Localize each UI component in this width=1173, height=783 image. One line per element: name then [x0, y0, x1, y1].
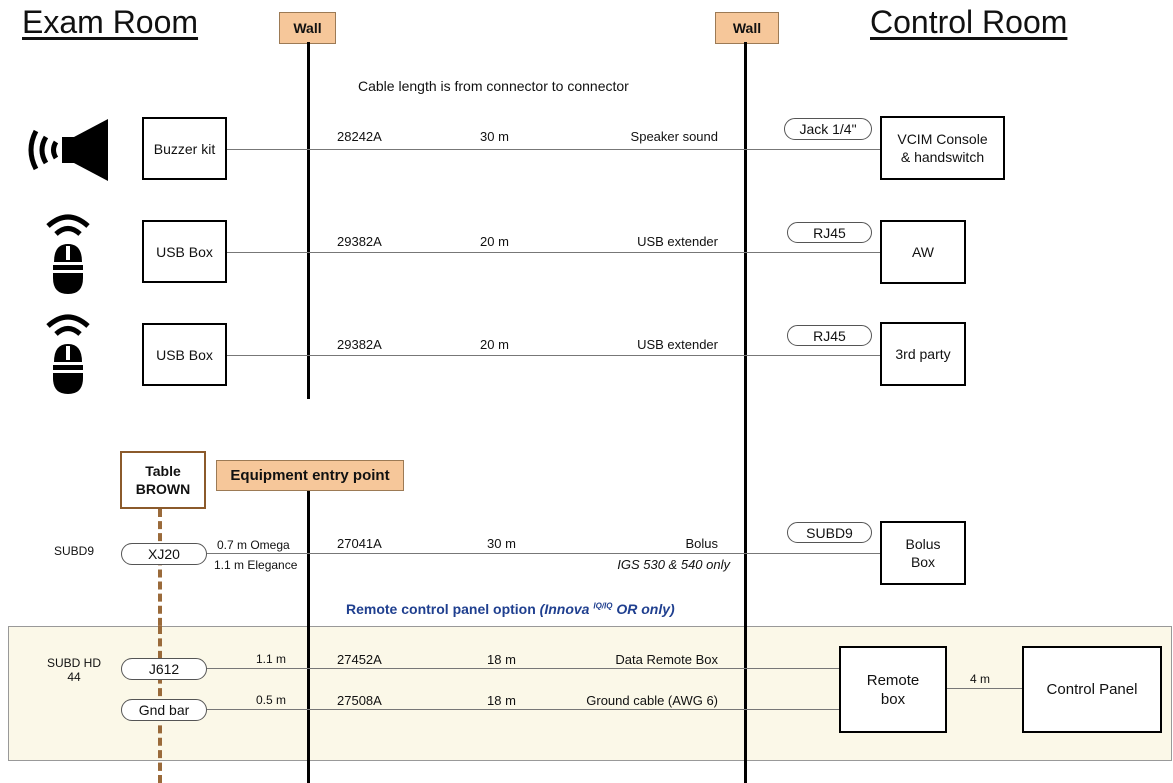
xj20-connector: XJ20 — [121, 543, 207, 565]
length-omega: 0.7 m Omega — [217, 538, 290, 552]
remote-option-paren-close: OR only) — [612, 601, 675, 617]
aw-box: AW — [880, 220, 966, 284]
cable-function: USB extender — [637, 234, 718, 249]
cable-line-ground — [207, 709, 839, 710]
usb-box: USB Box — [142, 220, 227, 283]
remote-link-line — [947, 688, 1022, 689]
remote-link-length: 4 m — [970, 672, 991, 686]
connector-pill: RJ45 — [787, 222, 872, 243]
distance-label: 1.1 m — [256, 652, 287, 666]
cable-function: Data Remote Box — [615, 652, 718, 667]
wall-label-right: Wall — [715, 12, 779, 44]
bolus-note: IGS 530 & 540 only — [617, 557, 730, 572]
wireless-mouse-icon — [46, 214, 90, 294]
subd9-connector-right: SUBD9 — [787, 522, 872, 543]
cable-line-bolus — [207, 553, 880, 554]
cable-function: Ground cable (AWG 6) — [586, 693, 718, 708]
cable-length: 30 m — [487, 536, 516, 551]
remote-box: Remote box — [839, 646, 947, 733]
wall-label-left: Wall — [279, 12, 336, 44]
bolus-box: Bolus Box — [880, 521, 966, 585]
part-number: 28242A — [337, 129, 382, 144]
part-number: 27041A — [337, 536, 382, 551]
wall-line-right — [744, 42, 747, 783]
wall-line-left — [307, 42, 310, 399]
usb-box: USB Box — [142, 323, 227, 386]
remote-option-prefix: Remote control panel option — [346, 601, 540, 617]
cable-length: 18 m — [487, 693, 516, 708]
remote-option-sup: IQ/IQ — [593, 601, 613, 611]
cable-function: Bolus — [685, 536, 718, 551]
wall-line-left-band — [307, 626, 310, 783]
vcim-console-box: VCIM Console & handswitch — [880, 116, 1005, 180]
control-panel-box: Control Panel — [1022, 646, 1162, 733]
cable-line-usb-aw — [227, 252, 880, 253]
wireless-mouse-icon — [46, 314, 90, 394]
connector-pill: Jack 1/4" — [784, 118, 872, 140]
cable-length-note: Cable length is from connector to connec… — [358, 78, 629, 94]
part-number: 29382A — [337, 337, 382, 352]
control-room-title: Control Room — [870, 4, 1068, 40]
length-elegance: 1.1 m Elegance — [214, 558, 298, 572]
cable-length: 20 m — [480, 234, 509, 249]
cable-length: 30 m — [480, 129, 509, 144]
remote-option-paren-open: (Innova — [539, 601, 594, 617]
distance-label: 0.5 m — [256, 693, 287, 707]
remote-option-title: Remote control panel option (Innova IQ/I… — [346, 601, 675, 617]
exam-room-title: Exam Room — [22, 4, 199, 40]
connector-pill: RJ45 — [787, 325, 872, 346]
buzzer-kit-box: Buzzer kit — [142, 117, 227, 180]
part-number: 29382A — [337, 234, 382, 249]
part-number: 27508A — [337, 693, 382, 708]
cable-length: 18 m — [487, 652, 516, 667]
cable-length: 20 m — [480, 337, 509, 352]
subd-hd-label: SUBD HD 44 — [46, 656, 101, 684]
subd9-label: SUBD9 — [54, 544, 95, 558]
equipment-entry-point: Equipment entry point — [216, 460, 404, 491]
third-party-box: 3rd party — [880, 322, 966, 386]
table-brown-box: Table BROWN — [120, 451, 206, 509]
table-color: BROWN — [135, 481, 191, 497]
table-label: Table — [145, 463, 181, 479]
cable-line-buzzer — [227, 149, 880, 150]
speaker-icon — [28, 119, 108, 181]
cable-line-data-remote — [207, 668, 839, 669]
gnd-bar-connector: Gnd bar — [121, 699, 207, 721]
cable-function: USB extender — [637, 337, 718, 352]
remote-option-band — [8, 626, 1172, 761]
cable-function: Speaker sound — [630, 129, 718, 144]
cable-line-usb-3rd — [227, 355, 880, 356]
part-number: 27452A — [337, 652, 382, 667]
j612-connector: J612 — [121, 658, 207, 680]
wall-line-right-band — [744, 626, 747, 783]
